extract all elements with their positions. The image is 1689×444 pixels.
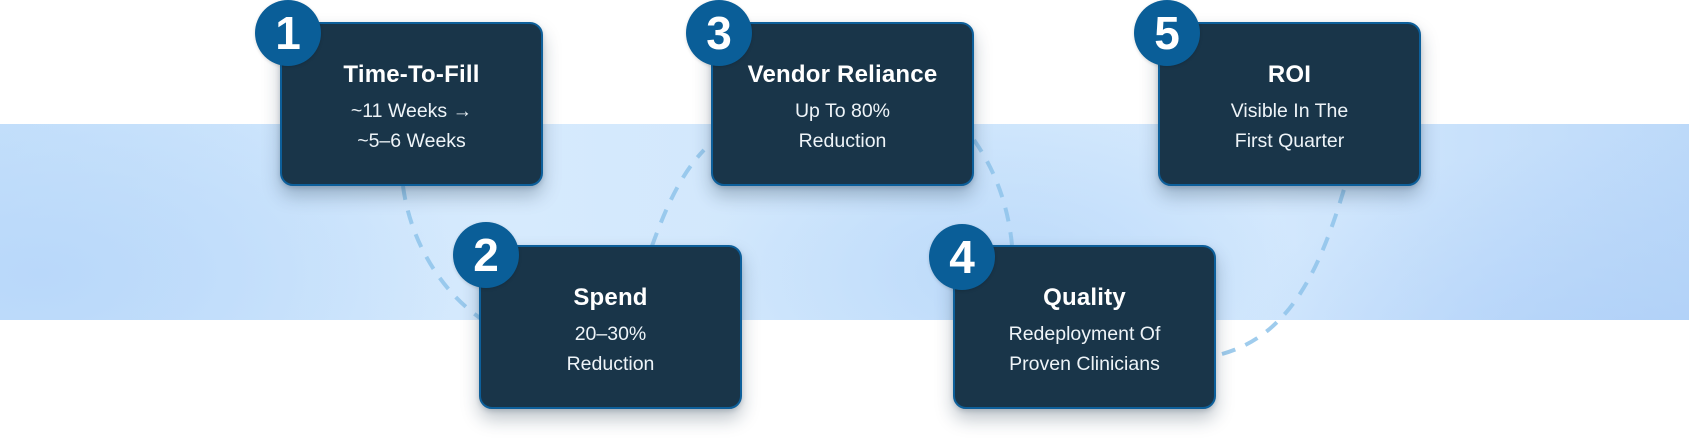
step-description: Up To 80% Reduction — [713, 96, 972, 156]
step-description-line: Reduction — [566, 353, 655, 375]
step-card-roi: ROI Visible In The First Quarter — [1158, 22, 1421, 186]
step-title: ROI — [1267, 61, 1312, 88]
step-description-line: Reduction — [798, 130, 887, 152]
step-description: Redeployment Of Proven Clinicians — [955, 319, 1214, 379]
step-title: Vendor Reliance — [747, 61, 938, 88]
step-description-line: Up To 80% — [794, 100, 891, 122]
step-title: Spend — [573, 284, 648, 311]
step-card-quality: Quality Redeployment Of Proven Clinician… — [953, 245, 1216, 409]
step-description-line: ~5–6 Weeks — [357, 130, 466, 152]
step-description-line: Redeployment Of — [1008, 323, 1161, 345]
step-number-badge: 5 — [1134, 0, 1200, 66]
step-description-line: Visible In The — [1230, 100, 1349, 122]
step-description-line: 20–30% — [574, 323, 647, 345]
step-description-line: ~11 Weeks → — [350, 100, 473, 122]
step-number-badge: 2 — [453, 222, 519, 288]
step-title: Quality — [1043, 284, 1126, 311]
step-title: Time-To-Fill — [343, 61, 480, 88]
step-number-badge: 1 — [255, 0, 321, 66]
step-number-badge: 3 — [686, 0, 752, 66]
step-description-line: First Quarter — [1234, 130, 1345, 152]
step-card-vendor-reliance: Vendor Reliance Up To 80% Reduction — [711, 22, 974, 186]
step-description: Visible In The First Quarter — [1160, 96, 1419, 156]
step-description-line: Proven Clinicians — [1009, 353, 1160, 375]
step-card-time-to-fill: Time-To-Fill ~11 Weeks → ~5–6 Weeks — [280, 22, 543, 186]
step-number-badge: 4 — [929, 224, 995, 290]
step-card-spend: Spend 20–30% Reduction — [479, 245, 742, 409]
step-description: 20–30% Reduction — [481, 319, 740, 379]
step-description: ~11 Weeks → ~5–6 Weeks — [282, 96, 541, 156]
